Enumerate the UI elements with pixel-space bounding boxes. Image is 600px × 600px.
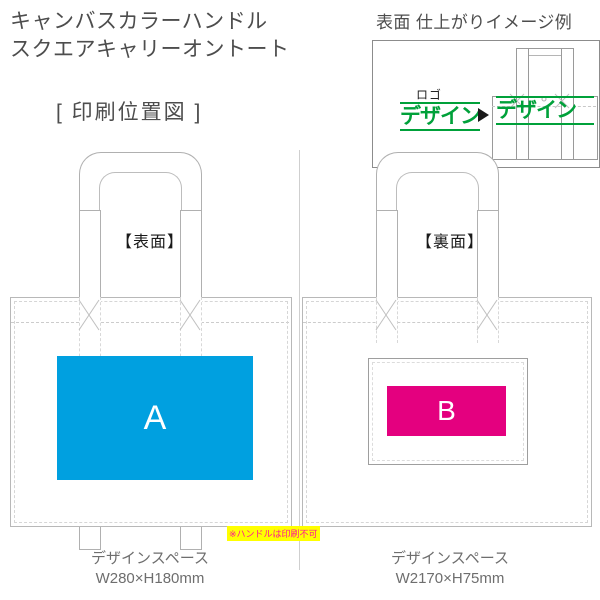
- front-bag-body-stitch: [14, 301, 288, 523]
- front-bag-hem-line: [11, 322, 289, 323]
- mockup-printed-design-text: デザイン: [496, 96, 594, 125]
- handle-no-print-note: ※ハンドルは印刷不可: [227, 526, 320, 541]
- back-design-space-caption: デザインスペース W2170×H75mm: [391, 550, 509, 588]
- front-strap-overlay-right: [180, 297, 202, 372]
- front-handle-attachment-marks: [78, 299, 201, 331]
- page-title: キャンバスカラーハンドル スクエアキャリーオントート: [10, 10, 290, 61]
- back-handle-attachment-marks: [375, 299, 498, 331]
- logo-design-sample: デザイン: [400, 102, 481, 131]
- arrow-right-icon: [478, 108, 489, 122]
- back-pocket-stitch: [372, 362, 524, 461]
- back-bag-diagram: 【裏面】 B: [300, 150, 600, 550]
- front-design-space-caption: デザインスペース W280×H180mm: [91, 550, 209, 588]
- print-area-b: B: [387, 386, 506, 436]
- inset-panel-title: 表面 仕上がりイメージ例: [376, 13, 573, 32]
- back-bag-hem-line: [303, 322, 589, 323]
- front-handle-arch-inner: [99, 172, 182, 223]
- front-bag-diagram: 【表面】 A: [0, 150, 300, 550]
- front-strap-overlay-left: [79, 297, 101, 372]
- diagram-heading: [ 印刷位置図 ]: [56, 101, 203, 124]
- front-side-label: 【表面】: [115, 234, 184, 251]
- print-area-a-label: A: [143, 398, 167, 437]
- print-area-a: A: [57, 356, 253, 480]
- mockup-handle-left: [516, 48, 529, 160]
- back-handle-arch-inner: [396, 172, 479, 223]
- mockup-bag-illustration: [492, 44, 600, 166]
- back-bag-body-stitch: [306, 301, 588, 523]
- panel-divider: [299, 150, 300, 570]
- logo-label: ロゴ: [416, 88, 443, 102]
- logo-design-text: デザイン: [400, 102, 481, 131]
- mockup-bag-hem-line: [492, 106, 596, 107]
- mockup-handle-right: [561, 48, 574, 160]
- back-side-label: 【裏面】: [415, 234, 484, 251]
- mockup-printed-design: デザイン: [496, 96, 594, 125]
- print-area-b-label: B: [437, 395, 456, 426]
